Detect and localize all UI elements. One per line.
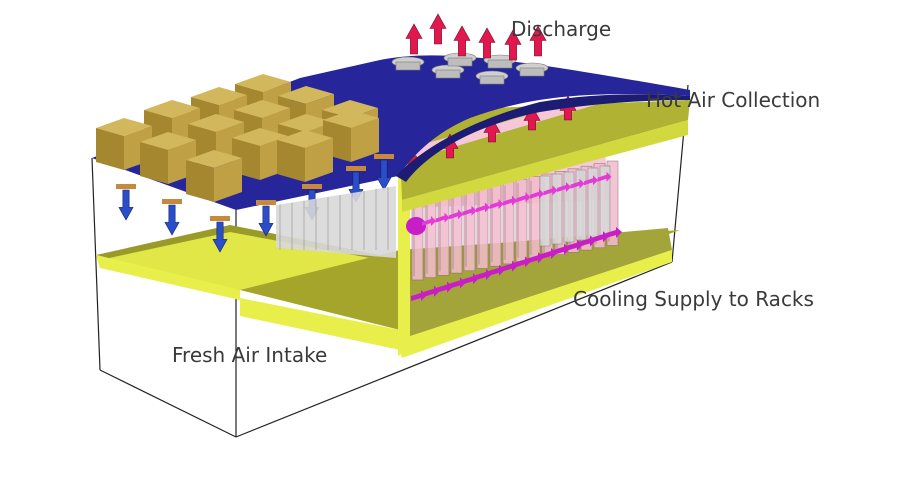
intake-arrow <box>258 205 274 237</box>
supply-arrow <box>476 269 492 280</box>
building-wireframe <box>91 84 689 438</box>
supply-arrow <box>597 171 612 182</box>
label-fresh-air-intake: Fresh Air Intake <box>172 343 327 367</box>
supply-arrow <box>584 175 598 186</box>
supply-arrow <box>530 188 544 199</box>
rack-cabinet <box>528 176 541 260</box>
supply-arrow <box>503 195 517 206</box>
rack-cabinet <box>463 189 476 272</box>
discharge-arrow <box>529 25 547 57</box>
lower-floor <box>96 225 680 358</box>
intake-arrow <box>376 159 392 191</box>
label-discharge: Discharge <box>511 17 611 41</box>
discharge-arrow <box>429 13 447 45</box>
rack-cabinet <box>515 178 528 262</box>
intake-arrow <box>118 189 134 221</box>
discharge-fan <box>431 64 465 79</box>
rack-cabinet <box>411 199 424 281</box>
discharge-fans <box>391 52 549 85</box>
rack-cabinet <box>489 184 502 267</box>
supply-arrow <box>554 243 570 255</box>
rack-back-panel <box>575 169 587 241</box>
intake-damper <box>302 184 322 189</box>
back-panel-grid <box>279 187 389 250</box>
rooftop-air-handling-units <box>96 74 379 202</box>
supply-arrow <box>567 239 583 251</box>
cooling-supply-arrows <box>411 171 622 301</box>
supply-arrow <box>528 252 544 264</box>
discharge-fan <box>391 56 425 71</box>
rack-cabinet <box>476 186 489 269</box>
supply-arrow <box>557 182 571 192</box>
supply-floor-front-edge <box>398 250 672 358</box>
rack-cabinet <box>450 191 463 274</box>
supply-arrow <box>435 212 450 223</box>
supply-arrow <box>463 273 479 285</box>
intake-damper <box>116 184 136 189</box>
intake-arrow <box>164 204 180 236</box>
label-cooling-supply: Cooling Supply to Racks <box>573 287 814 311</box>
supply-arrow <box>515 256 531 268</box>
supply-arrow <box>450 277 466 289</box>
roof-edge-right <box>396 94 690 182</box>
intake-damper <box>346 166 366 171</box>
intake-damper <box>374 154 394 159</box>
discharge-arrow <box>504 29 522 61</box>
plenum-floor-edge <box>402 120 688 212</box>
hot-air-arrow <box>483 117 501 143</box>
rack-hall-back-panels <box>276 186 396 258</box>
supply-arrow <box>437 281 453 293</box>
discharge-arrow <box>478 27 496 59</box>
supply-arrow <box>449 209 463 220</box>
intake-damper <box>256 200 276 205</box>
rack-cabinet <box>424 197 437 278</box>
rack-rows <box>406 160 619 281</box>
rack-back-panel <box>563 171 575 243</box>
supply-arrow <box>462 205 477 216</box>
rooftop-unit <box>277 130 333 182</box>
rack-cabinet <box>437 194 450 276</box>
rooftop-unit <box>186 150 242 202</box>
rack-back-panel <box>539 175 551 247</box>
discharge-fan <box>475 70 509 85</box>
discharge-fan <box>515 62 549 77</box>
supply-arrow <box>489 264 505 276</box>
rack-back-panel <box>551 173 563 245</box>
discharge-arrows <box>405 13 547 61</box>
supply-arrow <box>422 216 436 226</box>
supply-arrow <box>502 260 518 272</box>
supply-arrow <box>516 192 531 203</box>
wire-edge-front-left <box>91 157 101 371</box>
discharge-arrow <box>405 23 423 55</box>
supply-arrow <box>424 285 440 297</box>
crah-unit <box>406 217 426 235</box>
wire-edge-bottom-right <box>235 261 673 438</box>
intake-damper <box>210 216 230 221</box>
rack-cabinet <box>502 181 515 265</box>
supply-arrow <box>543 185 558 196</box>
supply-arrow <box>476 202 490 213</box>
supply-arrow <box>489 199 504 209</box>
wire-edge-bottom-front <box>99 369 237 438</box>
supply-arrow <box>606 227 622 238</box>
supply-arrow <box>580 235 596 247</box>
supply-arrow <box>570 178 585 189</box>
label-hot-air-collection: Hot Air Collection <box>646 88 820 112</box>
supply-floor-lip <box>240 298 400 350</box>
plenum-floor <box>400 100 690 200</box>
intake-arrow <box>212 221 228 253</box>
supply-arrow <box>411 290 427 301</box>
supply-arrow <box>593 231 609 243</box>
discharge-arrow <box>453 25 471 57</box>
intake-damper <box>162 199 182 204</box>
hot-air-arrow <box>523 105 541 131</box>
back-panel-left <box>276 186 396 258</box>
supply-arrow <box>541 248 557 259</box>
